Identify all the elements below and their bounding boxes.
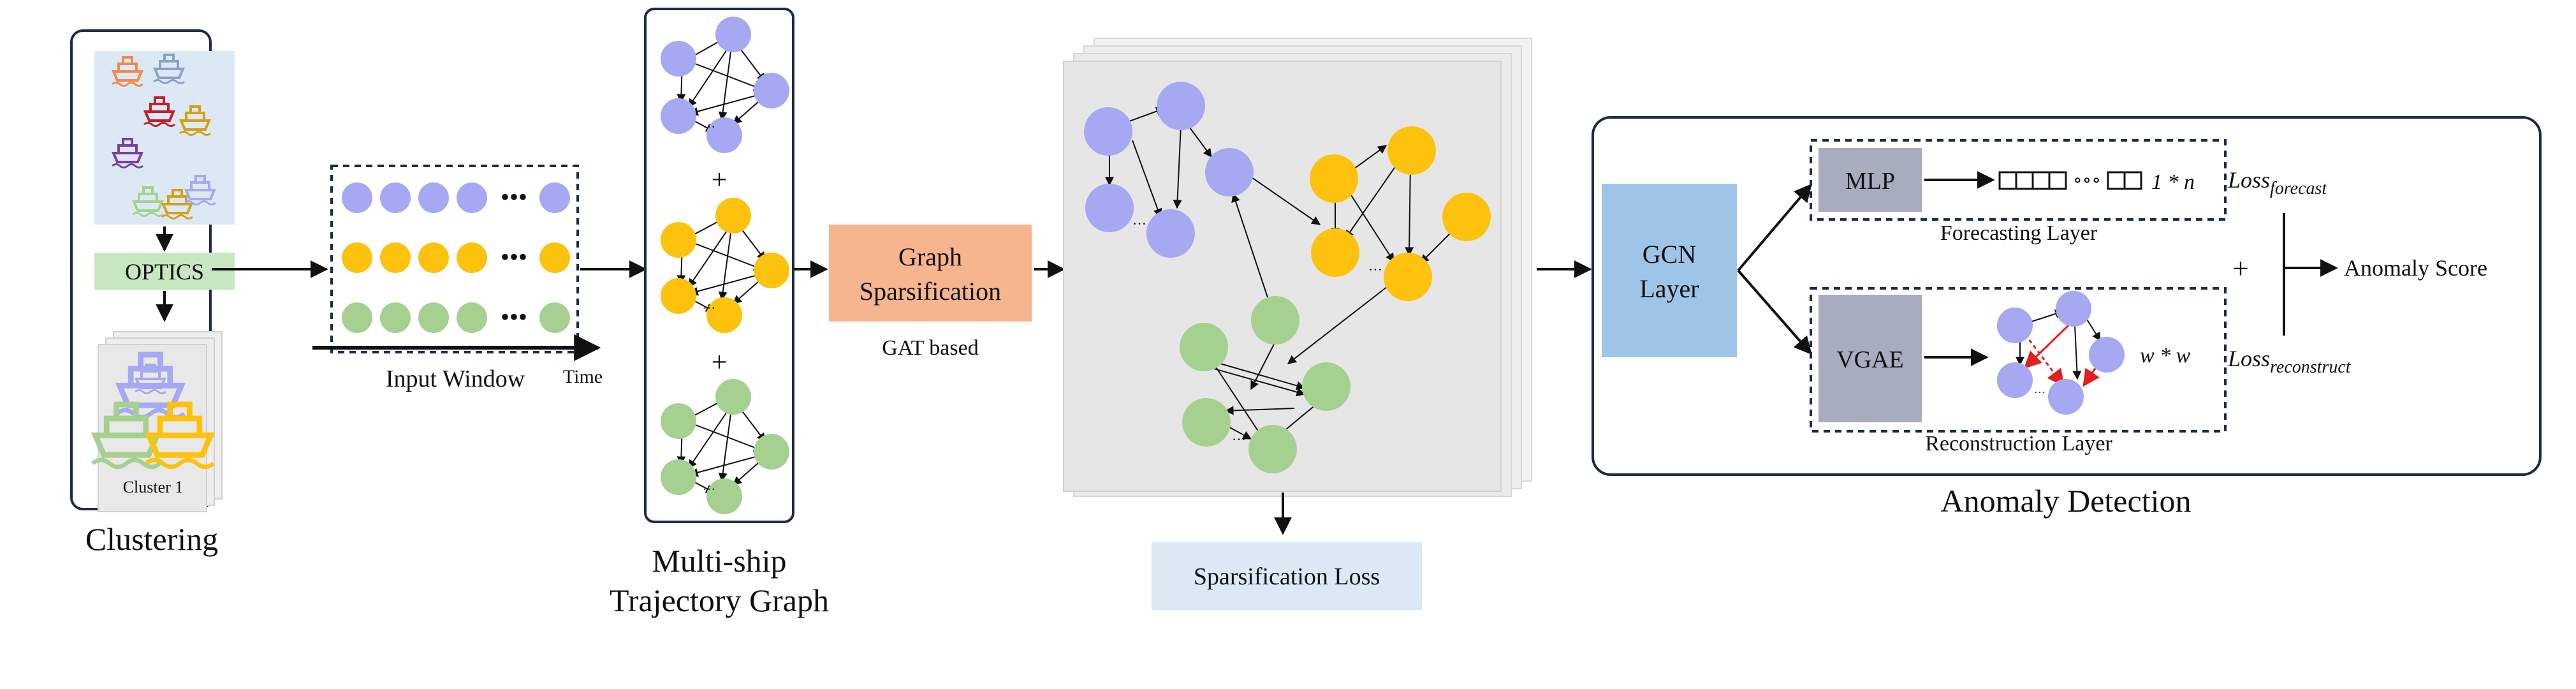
svg-text:•••: ••• (501, 242, 527, 271)
reconstruction-layer-box (1810, 287, 2227, 433)
plus-sign-1: + (712, 164, 728, 195)
sparsified-graph-stack: … … … (1063, 38, 1532, 497)
input-row-yellow: ••• (342, 242, 570, 273)
output-vector-label: 1 * n (2151, 170, 2195, 194)
forecast-output-vector (1998, 171, 2142, 190)
optics-box (94, 253, 235, 290)
svg-text:…: … (1368, 258, 1382, 274)
reconstructed-graph: … (1997, 291, 2125, 415)
svg-text:…: … (703, 298, 715, 312)
time-label: Time (563, 366, 603, 387)
cluster-label: Cluster 1 (123, 478, 184, 496)
optics-label: OPTICS (125, 259, 204, 285)
subgraph-yellow (677, 216, 766, 312)
clustering-title: Clustering (85, 521, 218, 557)
svg-text:…: … (703, 479, 715, 493)
anomaly-detection-panel: GCN Layer MLP ∘∘∘ 1 * n Forecasting Laye… (1592, 116, 2542, 519)
loss-reconstruct-label: Lossreconstruct (2227, 346, 2352, 377)
svg-text:…: … (1232, 427, 1246, 443)
clustering-panel: OPTICS Cluster 1 Clustering (70, 29, 235, 557)
anomaly-score-label: Anomaly Score (2344, 255, 2487, 281)
svg-text:∘∘∘: ∘∘∘ (2073, 170, 2101, 191)
input-window-label: Input Window (386, 366, 525, 392)
input-row-green: ••• (342, 302, 570, 333)
graph-sparsification: Graph Sparsification GAT based (829, 225, 1032, 360)
forecasting-layer-box (1810, 139, 2227, 221)
input-row-purple: ••• (342, 182, 570, 213)
mlp-box (1819, 148, 1922, 212)
gcn-layer-box (1602, 184, 1737, 357)
loss-forecast-label: Lossforecast (2227, 167, 2327, 198)
sparsification-label-1: Graph (898, 242, 962, 271)
anomaly-detection-title: Anomaly Detection (1941, 483, 2192, 519)
trajectory-graph-title-2: Trajectory Graph (610, 582, 829, 618)
plus-sign-2: + (712, 346, 728, 378)
trajectory-graph-title-1: Multi-ship (652, 543, 786, 579)
forecasting-layer-label: Forecasting Layer (1940, 221, 2098, 245)
svg-text:…: … (2034, 383, 2045, 396)
vgae-box (1819, 295, 1922, 422)
reconstruction-layer-label: Reconstruction Layer (1925, 432, 2112, 456)
svg-text:…: … (1132, 212, 1146, 228)
svg-text:•••: ••• (501, 182, 527, 211)
gcn-label-1: GCN (1643, 240, 1696, 269)
sparsification-loss-box (1152, 542, 1422, 610)
mlp-label: MLP (1845, 168, 1895, 195)
trajectory-graph-panel: … + … + (610, 8, 829, 618)
gcn-label-2: Layer (1639, 274, 1699, 303)
gat-based-label: GAT based (882, 336, 978, 360)
svg-text:…: … (703, 117, 715, 131)
adj-matrix-label: w * w (2140, 344, 2191, 367)
input-window: ••• ••• ••• Input Window Time (312, 165, 603, 392)
svg-text:•••: ••• (501, 302, 527, 331)
loss-plus-sign: + (2232, 252, 2249, 285)
sparsification-box (829, 225, 1032, 322)
sparsification-loss-label: Sparsification Loss (1194, 563, 1380, 590)
sparsification-label-2: Sparsification (860, 277, 1001, 306)
vgae-label: VGAE (1836, 346, 1904, 373)
